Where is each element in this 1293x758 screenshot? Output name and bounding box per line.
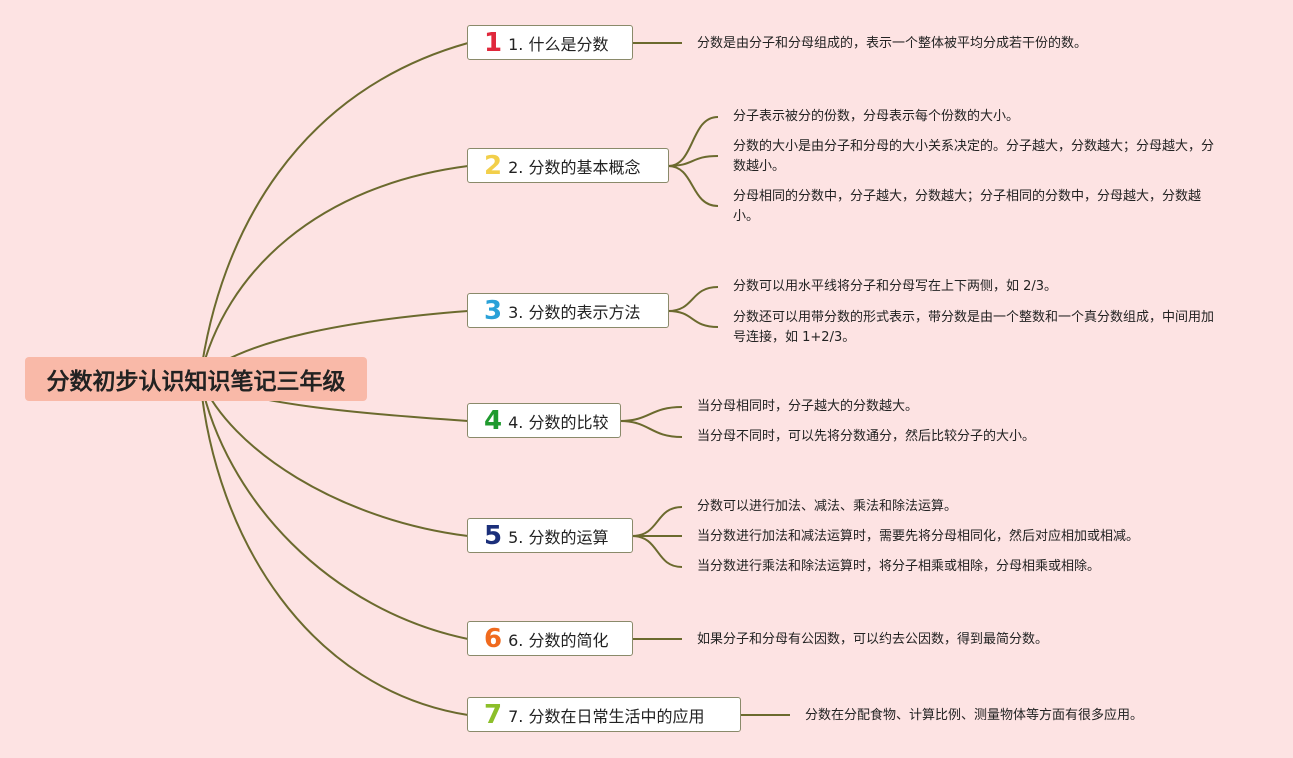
root-topic[interactable]: 分数初步认识知识笔记三年级 (25, 357, 367, 401)
branch-label: 4. 分数的比较 (508, 412, 609, 432)
connector-b4-leaf-2 (619, 420, 683, 438)
connector-b2-leaf-3 (667, 165, 719, 207)
branch-topic-1[interactable]: 1 1. 什么是分数 (467, 25, 633, 60)
branch-topic-2[interactable]: 2 2. 分数的基本概念 (467, 148, 669, 183)
leaf-text: 分数可以进行加法、减法、乘法和除法运算。 (697, 499, 958, 514)
connector-root-branch-6 (199, 377, 469, 640)
connector-root-branch-7 (199, 377, 469, 716)
leaf-text: 当分母相同时，分子越大的分数越大。 (697, 399, 919, 414)
branch-label: 3. 分数的表示方法 (508, 302, 641, 322)
branch-topic-6[interactable]: 6 6. 分数的简化 (467, 621, 633, 656)
leaf-text: 如果分子和分母有公因数，可以约去公因数，得到最简分数。 (697, 632, 1049, 647)
leaf-text: 当分数进行乘法和除法运算时，将分子相乘或相除，分母相乘或相除。 (697, 559, 1101, 574)
connector-b3-leaf-1 (667, 286, 719, 312)
leaf-text: 分数在分配食物、计算比例、测量物体等方面有很多应用。 (805, 708, 1144, 723)
number-4-icon: 4 (484, 405, 503, 436)
connector-root-branch-5 (199, 377, 469, 537)
connector-root-branch-2 (199, 165, 469, 379)
branch-label: 6. 分数的简化 (508, 630, 609, 650)
connector-b3-leaf-2 (667, 310, 719, 328)
connector-b2-leaf-1 (667, 116, 719, 167)
leaf-text: 分数可以用水平线将分子和分母写在上下两侧，如 2/3。 (733, 279, 1058, 294)
connector-root-branch-1 (199, 42, 469, 379)
branch-topic-3[interactable]: 3 3. 分数的表示方法 (467, 293, 669, 328)
leaf-text: 分数是由分子和分母组成的，表示一个整体被平均分成若干份的数。 (697, 36, 1088, 51)
leaf-text: 当分数进行加法和减法运算时，需要先将分母相同化，然后对应相加或相减。 (697, 529, 1140, 544)
number-1-icon: 1 (484, 27, 503, 58)
branch-label: 7. 分数在日常生活中的应用 (508, 706, 705, 726)
branch-label: 2. 分数的基本概念 (508, 157, 641, 177)
leaf-text: 分子表示被分的份数，分母表示每个份数的大小。 (733, 109, 1020, 124)
connector-b4-leaf-1 (619, 406, 683, 422)
leaf-text: 分数还可以用带分数的形式表示，带分数是由一个整数和一个真分数组成，中间用加号连接… (733, 310, 1215, 345)
number-2-icon: 2 (484, 150, 503, 181)
branch-topic-7[interactable]: 7 7. 分数在日常生活中的应用 (467, 697, 741, 732)
connector-b5-leaf-3 (631, 535, 683, 568)
number-3-icon: 3 (484, 295, 503, 326)
number-6-icon: 6 (484, 623, 503, 654)
branch-topic-5[interactable]: 5 5. 分数的运算 (467, 518, 633, 553)
leaf-text: 分母相同的分数中，分子越大，分数越大；分子相同的分数中，分母越大，分数越小。 (733, 189, 1202, 224)
branch-label: 5. 分数的运算 (508, 527, 609, 547)
leaf-text: 当分母不同时，可以先将分数通分，然后比较分子的大小。 (697, 429, 1036, 444)
branch-label: 1. 什么是分数 (508, 34, 609, 54)
branch-topic-4[interactable]: 4 4. 分数的比较 (467, 403, 621, 438)
leaf-text: 分数的大小是由分子和分母的大小关系决定的。分子越大，分数越大；分母越大，分数越小… (733, 139, 1215, 174)
connector-b2-leaf-2 (667, 155, 719, 167)
connector-b5-leaf-1 (631, 506, 683, 537)
number-5-icon: 5 (484, 520, 503, 551)
number-7-icon: 7 (484, 699, 503, 730)
